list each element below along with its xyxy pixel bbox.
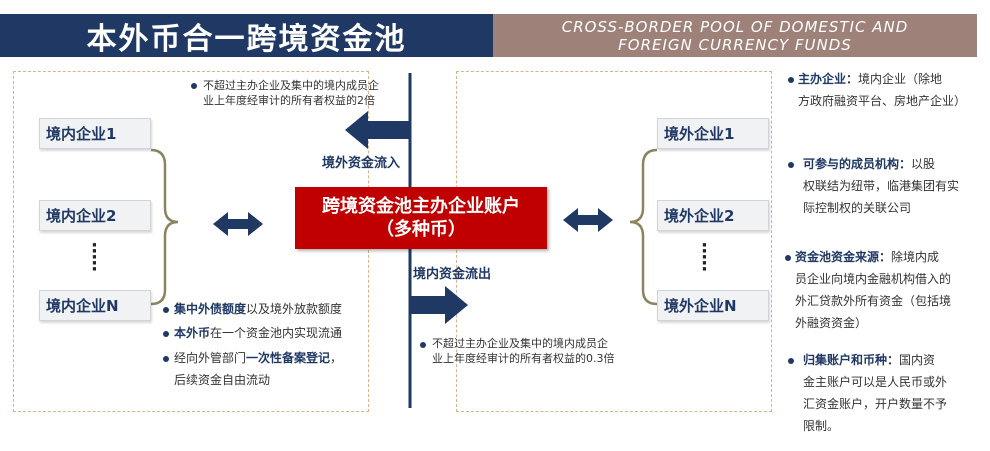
account-line-1: 跨境资金池主办企业账户: [322, 196, 520, 217]
account-line-2: （多种币）: [376, 219, 466, 240]
outflow-note: 不超过主办企业及集中的境内成员企 业上年度经审计的所有者权益的0.3倍: [432, 337, 615, 365]
bullet-dot: [163, 356, 169, 362]
right-double-arrow-icon: [563, 208, 613, 232]
feature-bullet-3: 经向外管部门一次性备案登记， 后续资金自由流动: [174, 351, 343, 387]
feature-bullet-2: 本外币在一个资金池内实现流通: [174, 326, 343, 340]
bullet-dot: [788, 358, 794, 364]
bullet-dot: [788, 162, 794, 168]
pool-master-account: 跨境资金池主办企业账户 （多种币）: [295, 187, 547, 249]
inflow-note: 不超过主办企业及集中的境内成员企 业上年度经审计的所有者权益的2倍: [203, 79, 379, 107]
bullet-dot: [163, 331, 169, 337]
note-host-enterprise: 主办企业：境内企业（除地 方政府融资平台、房地产企业）: [798, 72, 967, 108]
page-subtitle: CROSS-BORDER POOL OF DOMESTIC AND FOREIG…: [493, 14, 977, 57]
ellipsis-dots: ·····: [701, 235, 708, 280]
feature-bullet-1: 集中外债额度以及境外放款额度: [174, 302, 343, 316]
bullet-dot: [788, 77, 794, 83]
overseas-entity-n: 境外企业N: [657, 290, 769, 321]
bullet-dot: [420, 342, 426, 348]
overseas-entity-1: 境外企业1: [657, 118, 769, 149]
left-bracket: [150, 148, 179, 306]
subtitle-line-1: CROSS-BORDER POOL OF DOMESTIC AND: [561, 17, 909, 36]
bullet-dot: [191, 83, 197, 89]
note-members: 可参与的成员机构：以股 权联结为纽带，临港集团有实 际控制权的关联公司: [803, 157, 960, 215]
ellipsis-dots: ·····: [91, 235, 98, 280]
outflow-arrow-icon: [410, 286, 468, 324]
domestic-entity-1: 境内企业1: [39, 118, 151, 149]
domestic-entity-2: 境内企业2: [39, 200, 151, 231]
inflow-arrow-icon: [345, 111, 410, 149]
right-bracket: [629, 148, 658, 306]
bullet-dot: [785, 255, 791, 261]
inflow-label: 境外资金流入: [322, 156, 401, 171]
page-title: 本外币合一跨境资金池: [0, 14, 493, 57]
outflow-label: 境内资金流出: [413, 267, 492, 282]
bullet-dot: [163, 307, 169, 313]
subtitle-line-2: FOREIGN CURRENCY FUNDS: [618, 35, 852, 54]
note-accounts-currency: 归集账户和币种：国内资 金主账户可以是人民币或外 汇资金账户，开户数量不予 限制…: [803, 353, 948, 433]
note-fund-source: 资金池资金来源：除境内成 员企业向境内金融机构借入的 外汇贷款外所有资金（包括境…: [795, 250, 952, 330]
overseas-entity-2: 境外企业2: [657, 200, 769, 231]
domestic-entity-n: 境内企业N: [39, 290, 151, 321]
left-double-arrow-icon: [213, 212, 263, 236]
